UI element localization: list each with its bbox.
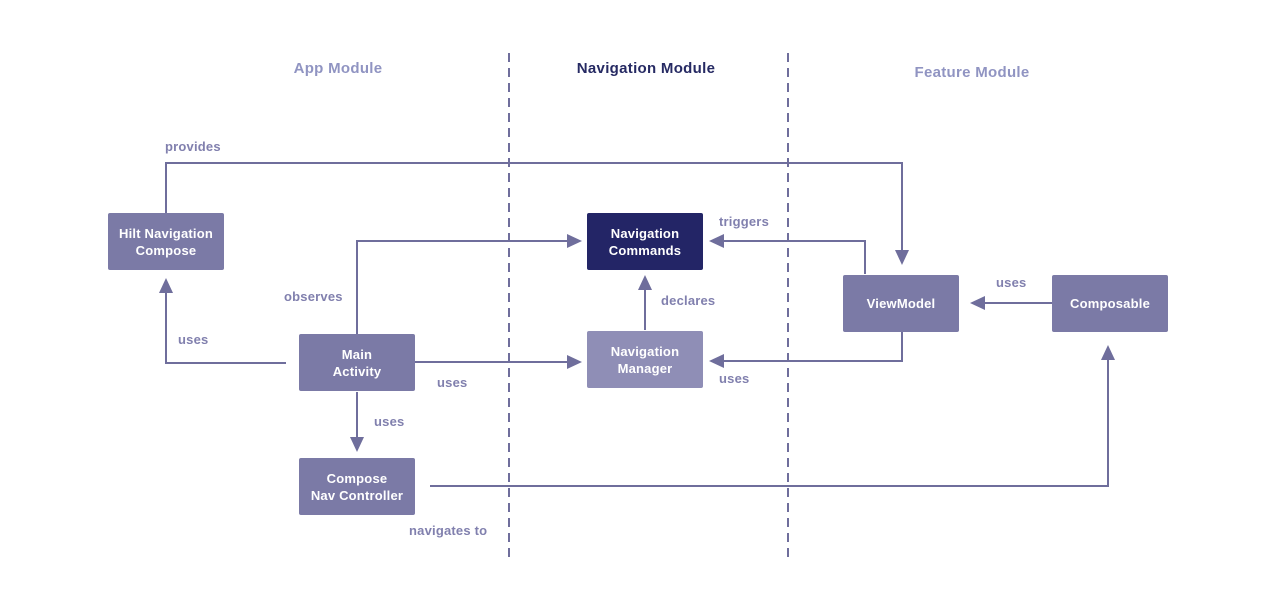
module-header-feature: Feature Module [914,64,1030,81]
edge-label-uses-viewmodel-to-manager: uses [719,371,750,386]
edge-label-uses-main-to-hilt: uses [178,332,209,347]
node-viewmodel: ViewModel [843,275,959,332]
node-label: Navigation Commands [608,225,682,258]
edge-provides [165,162,909,265]
node-navigation-commands: Navigation Commands [587,213,703,270]
node-hilt-navigation-compose: Hilt Navigation Compose [108,213,224,270]
edge-label-triggers: triggers [719,214,770,229]
edge-label-observes: observes [284,289,343,304]
edge-observes [356,234,582,334]
node-compose-nav-controller: Compose Nav Controller [299,458,415,515]
edge-triggers [709,234,866,274]
node-main-activity: Main Activity [299,334,415,391]
module-header-navigation: Navigation Module [576,60,716,77]
edge-label-declares: declares [661,293,716,308]
node-label: ViewModel [866,296,936,311]
edge-label-navigates-to: navigates to [409,523,488,538]
node-navigation-manager: Navigation Manager [587,331,703,388]
node-label: Navigation Manager [610,343,680,376]
node-label: Compose Nav Controller [310,470,404,503]
node-label: Hilt Navigation Compose [118,225,213,258]
edge-label-uses-composable-to-viewmodel: uses [996,275,1027,290]
edge-label-provides: provides [165,139,221,154]
module-header-app: App Module [293,60,383,77]
edge-uses-main-to-hilt [159,278,286,364]
edge-label-uses-main-to-composenav: uses [374,414,405,429]
node-label: Composable [1069,296,1150,311]
node-label: Main Activity [332,346,382,379]
node-composable: Composable [1052,275,1168,332]
edge-label-uses-main-to-manager: uses [437,375,468,390]
edge-navigates-to [430,345,1115,487]
edge-uses-viewmodel-to-manager [709,332,903,368]
